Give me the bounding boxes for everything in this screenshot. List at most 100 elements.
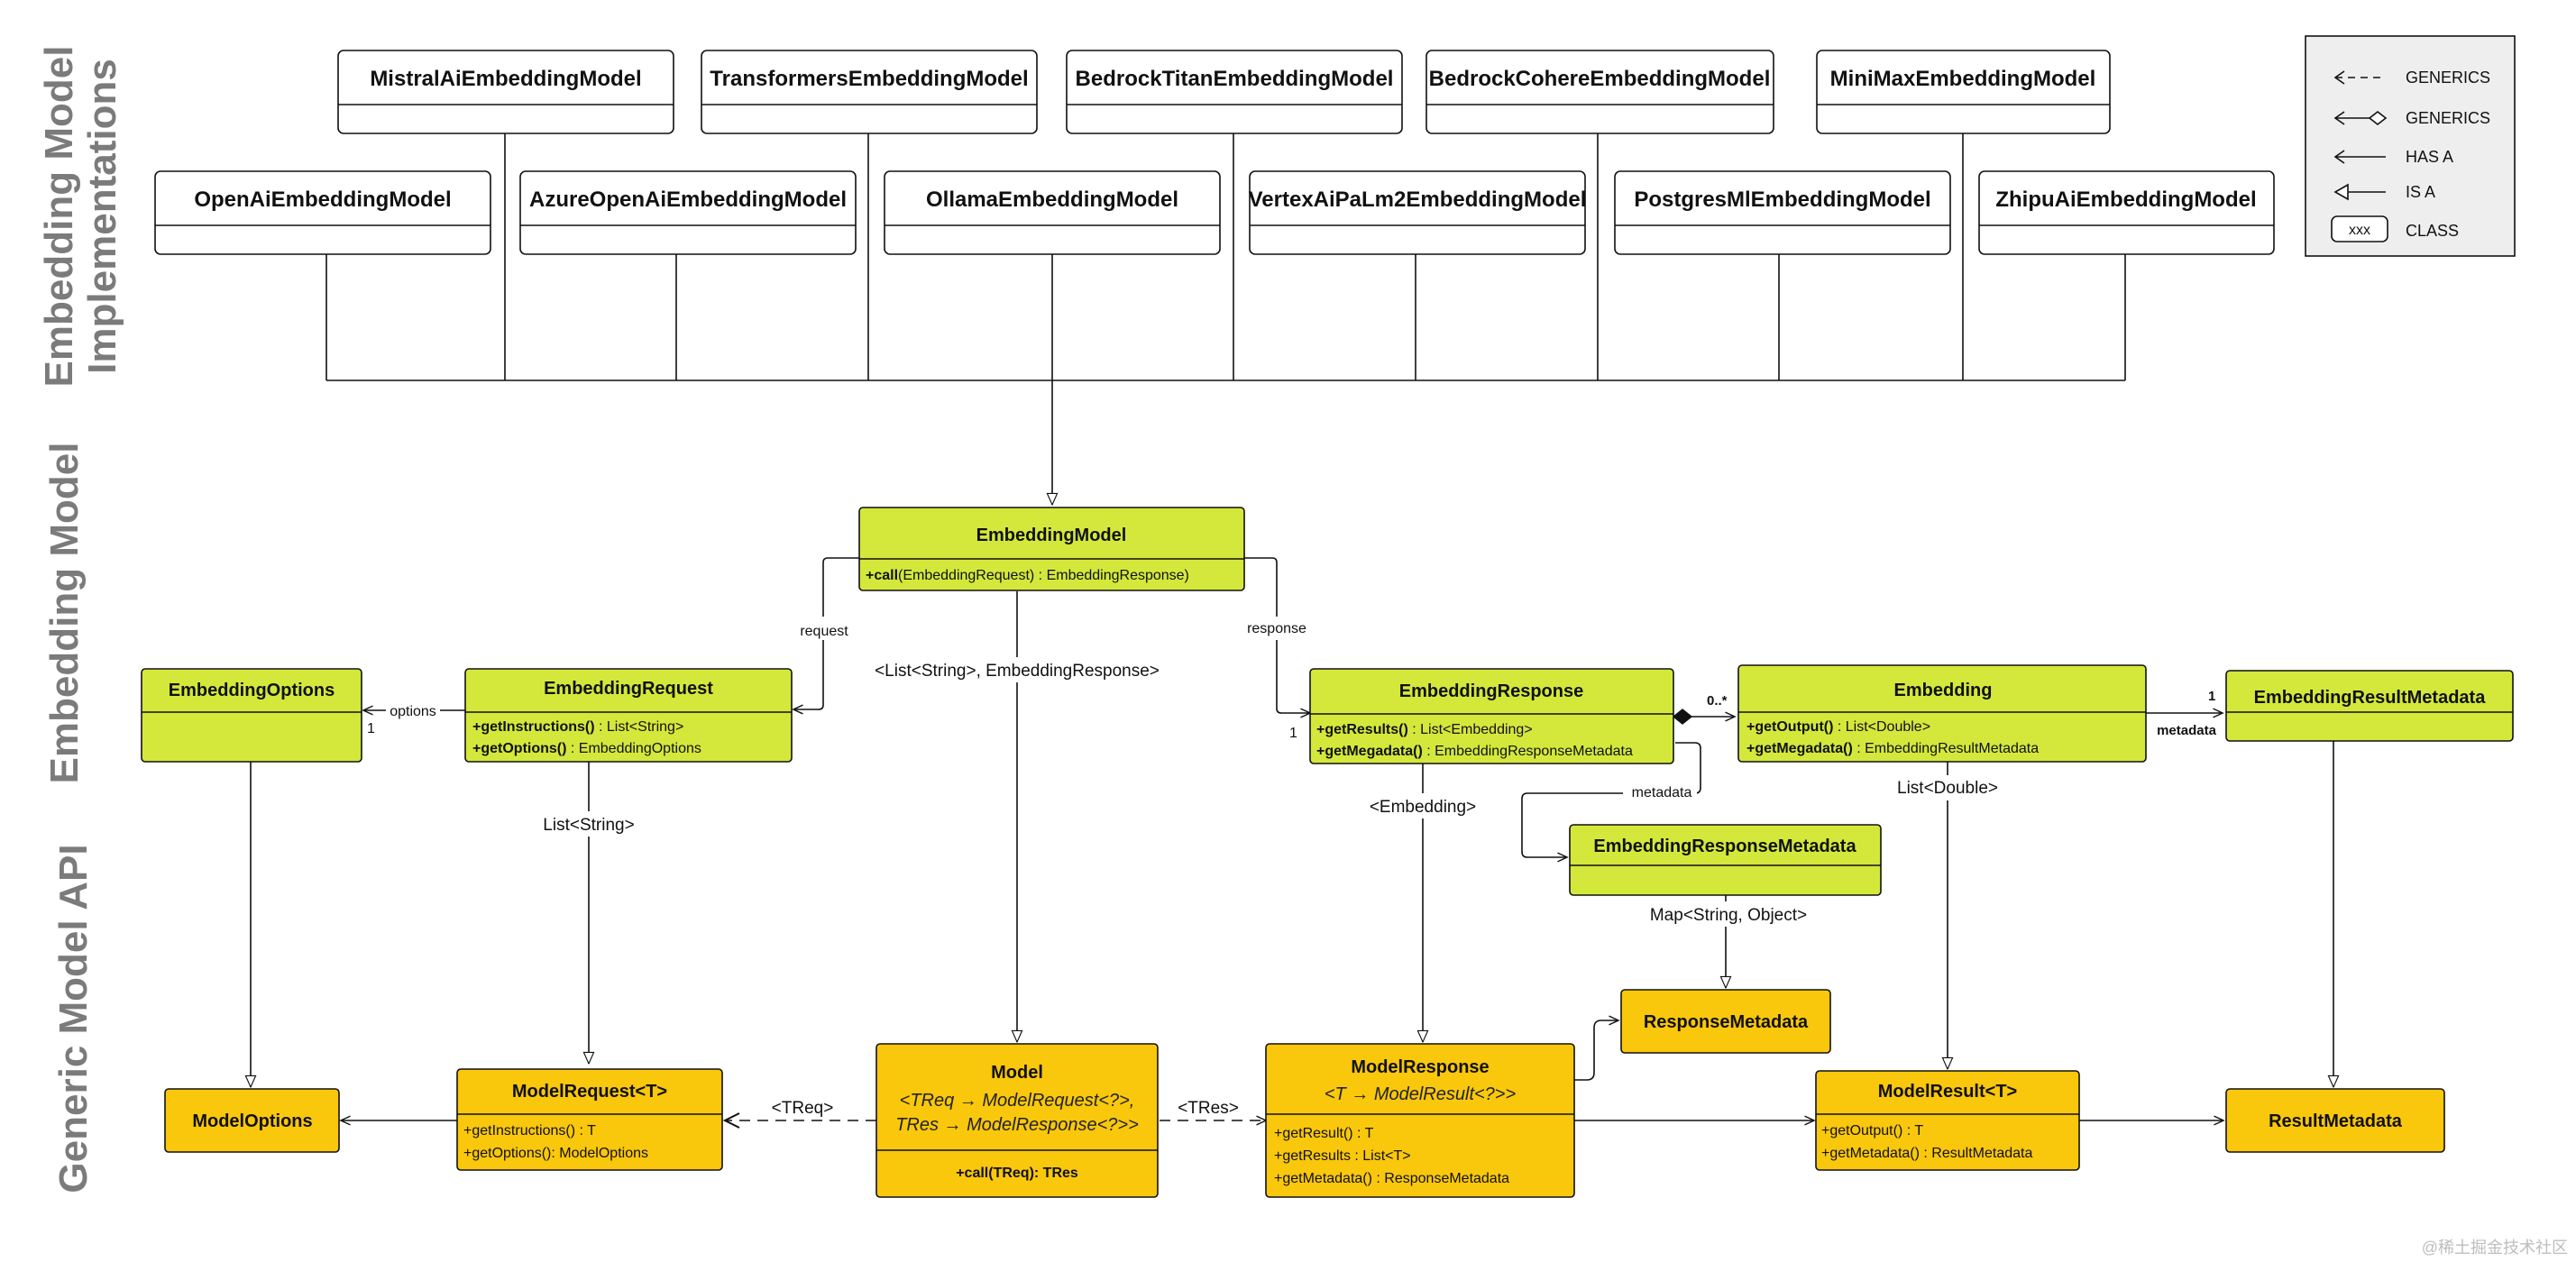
impl-zhipuai: ZhipuAiEmbeddingModel bbox=[1978, 170, 2275, 255]
impl-mistral: MistralAiEmbeddingModel bbox=[337, 50, 674, 134]
embedding-title: Embedding bbox=[1894, 681, 1993, 700]
embedding-result-metadata-title: EmbeddingResultMetadata bbox=[2254, 688, 2487, 708]
label-map-string-object: Map<String, Object> bbox=[1650, 906, 1807, 925]
label-response-multiplicity: 1 bbox=[1289, 726, 1297, 741]
section-label-embedding-model: Embedding Model bbox=[42, 443, 87, 784]
legend: GENERICS GENERICS HAS A IS A xxx CLASS bbox=[2305, 35, 2516, 257]
impl-azure-openai: AzureOpenAiEmbeddingModel bbox=[519, 170, 857, 255]
label-tres: <TRes> bbox=[1178, 1099, 1239, 1118]
embedding-model-title: EmbeddingModel bbox=[976, 526, 1127, 545]
model-member-call: +call(TReq): TRes bbox=[956, 1166, 1078, 1181]
response-metadata-title: ResponseMetadata bbox=[1644, 1012, 1809, 1032]
impl-bedrock-titan: BedrockTitanEmbeddingModel bbox=[1066, 50, 1403, 134]
impl-postgresml: PostgresMlEmbeddingModel bbox=[1614, 170, 1951, 255]
model-response-member-2: +getResults : List<T> bbox=[1274, 1148, 1411, 1164]
section-label-generic-api: Generic Model API bbox=[51, 844, 96, 1193]
label-embedding-multiplicity: 0..* bbox=[1707, 693, 1728, 709]
embedding-request-m2-bold: +getOptions() bbox=[472, 741, 566, 756]
embedding-response-member-1: +getResults() : List<Embedding> bbox=[1316, 722, 1533, 737]
impl-openai-label: OpenAiEmbeddingModel bbox=[194, 187, 451, 212]
embedding-response-metadata-title: EmbeddingResponseMetadata bbox=[1593, 837, 1856, 856]
class-model-response: ModelResponse <T → ModelResult<?>> +getR… bbox=[1265, 1043, 1575, 1198]
class-embedding-request: EmbeddingRequest +getInstructions() : Li… bbox=[464, 668, 793, 763]
class-embedding: Embedding +getOutput() : List<Double> +g… bbox=[1737, 664, 2147, 763]
watermark: @稀土掘金技术社区 bbox=[2422, 1239, 2568, 1257]
label-list-double: List<Double> bbox=[1897, 779, 1998, 798]
impl-bedrock-cohere: BedrockCohereEmbeddingModel bbox=[1426, 50, 1774, 134]
legend-generics-dashed: GENERICS bbox=[2406, 69, 2490, 87]
embedding-request-m1-rest: : List<String> bbox=[595, 719, 684, 735]
edge-labels: request response <List<String>, Embeddin… bbox=[367, 617, 2217, 1120]
label-list-string: List<String> bbox=[543, 816, 634, 835]
impl-ollama: OllamaEmbeddingModel bbox=[884, 170, 1221, 255]
embedding-request-title: EmbeddingRequest bbox=[544, 679, 713, 699]
label-response: response bbox=[1247, 621, 1306, 636]
legend-class-box: xxx bbox=[2349, 223, 2370, 238]
embedding-m1-rest: : List<Double> bbox=[1833, 719, 1930, 735]
relationship-lines bbox=[251, 557, 2333, 1129]
model-request-member-1: +getInstructions() : T bbox=[463, 1123, 596, 1139]
embedding-response-m1-bold: +getResults() bbox=[1316, 722, 1408, 737]
section-label-implementations-2: Implementations bbox=[80, 59, 124, 374]
class-embedding-response: EmbeddingResponse +getResults() : List<E… bbox=[1309, 668, 1674, 764]
embedding-options-title: EmbeddingOptions bbox=[169, 681, 335, 700]
class-result-metadata: ResultMetadata bbox=[2225, 1088, 2445, 1153]
model-response-generic: <T → ModelResult<?>> bbox=[1325, 1084, 1516, 1104]
class-embedding-model: EmbeddingModel +call(EmbeddingRequest) :… bbox=[858, 507, 1245, 591]
impl-zhipuai-label: ZhipuAiEmbeddingModel bbox=[1995, 187, 2256, 212]
class-embedding-result-metadata: EmbeddingResultMetadata bbox=[2225, 670, 2514, 742]
model-generic-1: <TReq → ModelRequest<?>, bbox=[900, 1091, 1135, 1111]
embedding-request-member-1: +getInstructions() : List<String> bbox=[472, 719, 683, 735]
composition-diamond bbox=[1672, 709, 1693, 725]
class-response-metadata: ResponseMetadata bbox=[1620, 989, 1831, 1054]
embedding-response-m1-rest: : List<Embedding> bbox=[1408, 722, 1533, 737]
embedding-m1-bold: +getOutput() bbox=[1746, 719, 1833, 735]
embedding-model-member-bold: +call bbox=[866, 568, 898, 583]
label-treq: <TReq> bbox=[772, 1099, 834, 1118]
section-label-implementations-1: Embedding Model bbox=[37, 46, 81, 388]
model-response-member-3: +getMetadata() : ResponseMetadata bbox=[1274, 1171, 1509, 1186]
impl-ollama-label: OllamaEmbeddingModel bbox=[926, 187, 1178, 212]
model-generic-2: TRes → ModelResponse<?>> bbox=[895, 1115, 1139, 1135]
impl-minimax: MiniMaxEmbeddingModel bbox=[1816, 50, 2111, 134]
impl-minimax-label: MiniMaxEmbeddingModel bbox=[1830, 67, 2096, 91]
label-options: options bbox=[390, 704, 436, 719]
impl-postgresml-label: PostgresMlEmbeddingModel bbox=[1634, 187, 1930, 212]
embedding-response-m2-bold: +getMegadata() bbox=[1316, 744, 1423, 759]
model-title: Model bbox=[991, 1063, 1043, 1083]
embedding-request-m1-bold: +getInstructions() bbox=[472, 719, 595, 735]
model-result-title: ModelResult<T> bbox=[1878, 1082, 2017, 1102]
class-model-request: ModelRequest<T> +getInstructions() : T +… bbox=[456, 1068, 723, 1171]
impl-azure-openai-label: AzureOpenAiEmbeddingModel bbox=[529, 187, 847, 212]
implementation-connectors bbox=[325, 133, 2126, 505]
label-embedding-generic: <Embedding> bbox=[1370, 798, 1476, 817]
impl-mistral-label: MistralAiEmbeddingModel bbox=[370, 67, 641, 91]
legend-has-a: HAS A bbox=[2406, 148, 2453, 166]
label-metadata-result: metadata bbox=[2157, 723, 2217, 738]
legend-generics-diamond: GENERICS bbox=[2406, 109, 2490, 127]
embedding-request-m2-rest: : EmbeddingOptions bbox=[566, 741, 701, 756]
model-response-member-1: +getResult() : T bbox=[1274, 1126, 1374, 1141]
label-options-multiplicity: 1 bbox=[367, 721, 375, 736]
embedding-m2-bold: +getMegadata() bbox=[1746, 741, 1853, 756]
label-metadata-multiplicity: 1 bbox=[2208, 689, 2215, 704]
model-options-title: ModelOptions bbox=[192, 1111, 312, 1131]
impl-openai: OpenAiEmbeddingModel bbox=[154, 170, 491, 255]
model-request-title: ModelRequest<T> bbox=[512, 1082, 667, 1102]
class-model-options: ModelOptions bbox=[164, 1088, 340, 1153]
legend-class: CLASS bbox=[2406, 222, 2459, 240]
class-embedding-response-metadata: EmbeddingResponseMetadata bbox=[1569, 824, 1882, 896]
class-model-result: ModelResult<T> +getOutput() : T +getMeta… bbox=[1815, 1070, 2080, 1171]
embedding-member-1: +getOutput() : List<Double> bbox=[1746, 719, 1930, 735]
embedding-m2-rest: : EmbeddingResultMetadata bbox=[1853, 741, 2039, 756]
class-model: Model <TReq → ModelRequest<?>, TRes → Mo… bbox=[875, 1043, 1159, 1198]
impl-bedrock-cohere-label: BedrockCohereEmbeddingModel bbox=[1429, 67, 1771, 91]
impl-transformers-label: TransformersEmbeddingModel bbox=[710, 67, 1028, 91]
embedding-request-member-2: +getOptions() : EmbeddingOptions bbox=[472, 741, 701, 756]
impl-vertex-palm2-label: VertexAiPaLm2EmbeddingModel bbox=[1249, 187, 1587, 212]
impl-bedrock-titan-label: BedrockTitanEmbeddingModel bbox=[1076, 67, 1394, 91]
impl-transformers: TransformersEmbeddingModel bbox=[701, 50, 1038, 134]
embedding-response-member-2: +getMegadata() : EmbeddingResponseMetada… bbox=[1316, 744, 1633, 759]
impl-vertex-palm2: VertexAiPaLm2EmbeddingModel bbox=[1249, 170, 1587, 255]
